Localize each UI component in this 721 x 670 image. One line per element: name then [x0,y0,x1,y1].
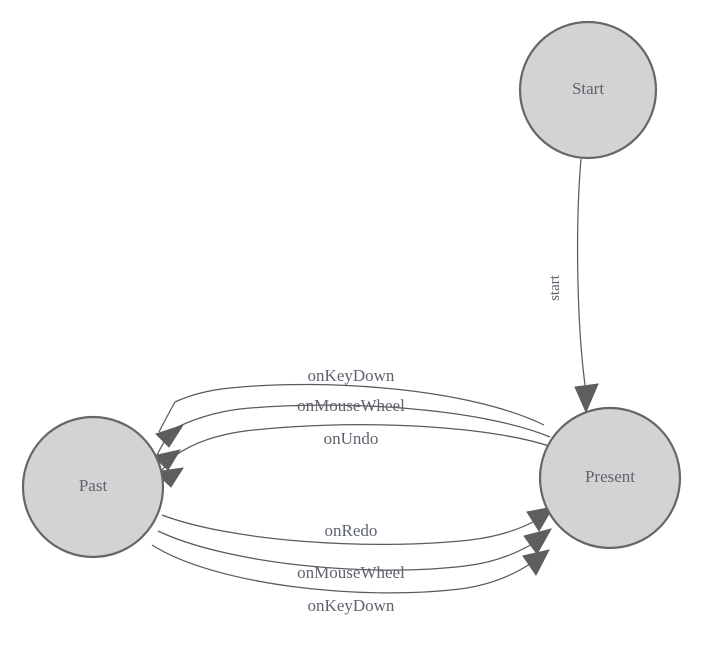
edge-start-to-present[interactable]: start [547,158,599,414]
edge-past-to-present-onkeydown[interactable]: onKeyDown [151,544,550,615]
node-present-circle[interactable] [538,406,682,550]
arrowhead-start-to-present [574,383,599,414]
edge-label-onmousewheel-upper: onMouseWheel [297,396,405,415]
node-start-circle[interactable] [518,20,658,160]
arrowhead-past-to-present-onredo [526,506,554,532]
edge-label-onkeydown-lower: onKeyDown [308,596,395,615]
edge-past-to-present-onredo[interactable]: onRedo [161,506,554,546]
edge-past-to-present-onmousewheel[interactable]: onMouseWheel [157,528,553,582]
node-past[interactable]: Past [21,415,165,559]
arrowhead-past-to-present-onkeydown [522,549,550,576]
node-present[interactable]: Present [538,406,682,550]
node-past-circle[interactable] [21,415,165,559]
edge-present-to-past-onmousewheel[interactable]: onMouseWheel [151,396,551,471]
edge-present-to-past-onmousewheel-path [171,404,551,438]
edge-past-to-present-onkeydown-path [151,544,531,594]
arrowhead-past-to-present-onmousewheel [523,528,553,555]
edge-present-to-past-onkeydown-stub [158,401,176,433]
edge-past-to-present-onredo-path [161,514,536,546]
edge-present-to-past-onmousewheel-stub [156,429,173,456]
edge-past-to-present-onmousewheel-path [157,530,533,571]
arrowhead-present-to-past-onmousewheel [151,449,182,471]
node-start-label: Start [572,79,604,98]
edge-present-to-past-onundo-path [175,424,553,456]
arrowhead-present-to-past-onkeydown [155,424,185,448]
edge-present-to-past-onundo[interactable]: onUndo [153,424,553,488]
edge-start-to-present-path [576,158,587,393]
edge-present-to-past-onkeydown-path [174,383,545,426]
node-past-label: Past [79,476,108,495]
edge-label-onmousewheel-lower: onMouseWheel [297,563,405,582]
node-present-label: Present [585,467,635,486]
edge-present-to-past-onkeydown[interactable]: onKeyDown [155,366,545,448]
node-start[interactable]: Start [518,20,658,160]
edge-label-onkeydown-upper: onKeyDown [308,366,395,385]
edge-label-onundo: onUndo [324,429,379,448]
edge-label-onredo: onRedo [325,521,378,540]
edge-label-start: start [547,274,563,301]
